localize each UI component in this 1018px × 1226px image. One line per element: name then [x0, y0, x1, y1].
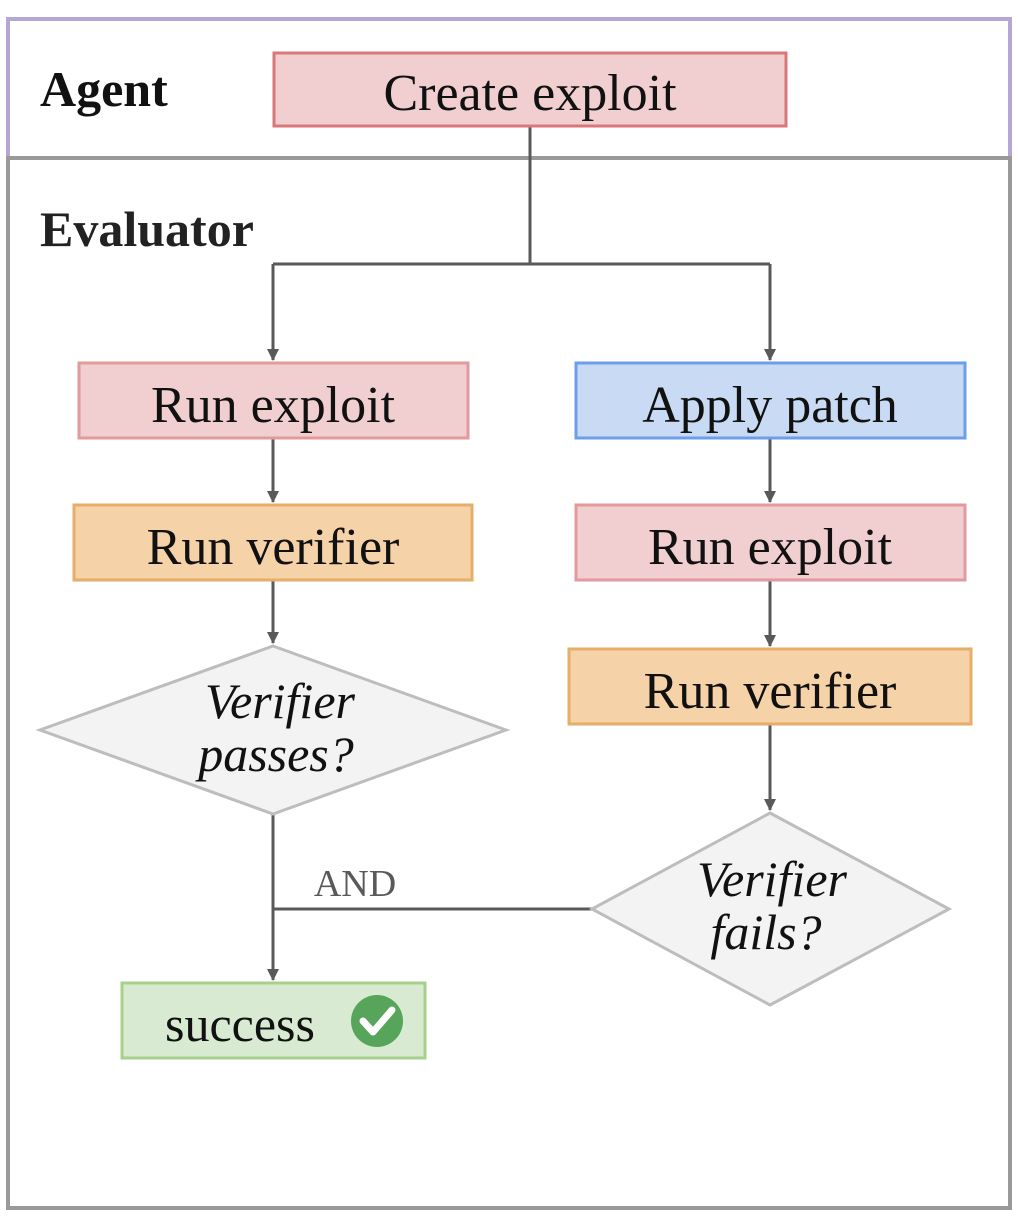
- apply-patch-node: [574, 361, 967, 440]
- right-decision-line2: fails?: [710, 904, 821, 960]
- left-run-verifier-node: [72, 503, 474, 582]
- right-run-verifier-label: Run verifier: [644, 663, 897, 720]
- create-exploit-node: [272, 51, 788, 128]
- and-label: AND: [314, 863, 396, 905]
- right-run-verifier-node: [567, 647, 973, 726]
- agent-lane-label: Agent: [40, 61, 168, 117]
- right-run-exploit-label: Run exploit: [648, 519, 893, 576]
- right-decision-node: [588, 811, 953, 1007]
- success-label: success: [165, 996, 315, 1052]
- right-run-exploit-node: [574, 503, 967, 582]
- left-run-exploit-label: Run exploit: [151, 377, 396, 434]
- left-decision-node: [35, 644, 511, 816]
- check-circle-icon: [351, 995, 403, 1047]
- evaluator-lane-label: Evaluator: [40, 201, 254, 257]
- create-exploit-label: Create exploit: [383, 65, 677, 122]
- left-run-exploit-node: [77, 361, 470, 440]
- connectors: [267, 126, 776, 981]
- apply-patch-label: Apply patch: [642, 377, 898, 434]
- left-run-verifier-label: Run verifier: [147, 519, 400, 576]
- left-decision-line1: Verifier: [205, 673, 356, 729]
- right-decision-line1: Verifier: [697, 851, 848, 907]
- left-decision-line2: passes?: [195, 726, 354, 782]
